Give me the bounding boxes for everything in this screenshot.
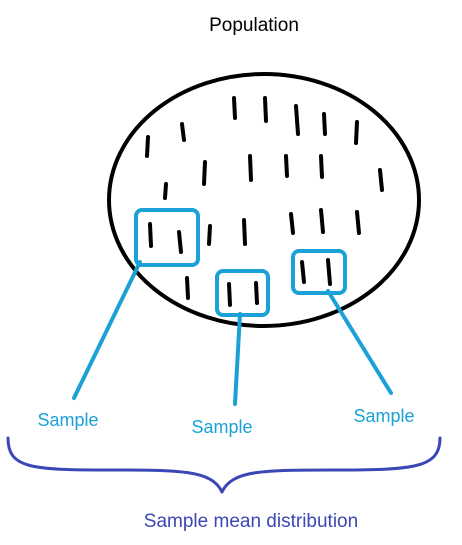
population-title: Population [209, 15, 299, 36]
member-mark [163, 182, 168, 200]
member-mark [263, 96, 268, 123]
sample-label-left: Sample [37, 410, 98, 430]
sample-box-left [134, 208, 200, 267]
member-mark [355, 210, 361, 235]
member-mark [319, 154, 324, 179]
member-mark [319, 208, 325, 234]
curly-brace [6, 436, 442, 494]
member-mark [354, 120, 359, 145]
member-mark [148, 222, 153, 248]
member-mark [254, 281, 259, 305]
member-mark [289, 212, 295, 235]
connector-left [72, 260, 142, 400]
sample-box-right [291, 249, 347, 295]
member-mark [207, 224, 212, 246]
member-mark [185, 276, 190, 300]
member-mark [202, 160, 207, 186]
member-mark [177, 230, 183, 254]
sample-box-middle [215, 269, 270, 317]
member-mark [227, 282, 232, 307]
member-mark [322, 112, 327, 136]
member-mark [232, 96, 237, 120]
member-mark [284, 154, 289, 178]
sample-mean-distribution-label: Sample mean distribution [144, 511, 358, 532]
member-mark [378, 168, 384, 192]
member-mark [180, 122, 186, 142]
connector-right [326, 289, 393, 395]
sample-label-middle: Sample [191, 417, 252, 437]
population-ellipse [107, 72, 421, 328]
member-mark [326, 258, 332, 286]
sample-boxes [72, 208, 393, 406]
member-mark [145, 135, 150, 158]
member-mark [294, 104, 300, 136]
population-members [145, 96, 384, 307]
connector-middle [233, 312, 242, 406]
sample-label-right: Sample [353, 406, 414, 426]
member-mark [242, 218, 247, 246]
member-mark [300, 260, 306, 284]
member-mark [248, 154, 253, 182]
